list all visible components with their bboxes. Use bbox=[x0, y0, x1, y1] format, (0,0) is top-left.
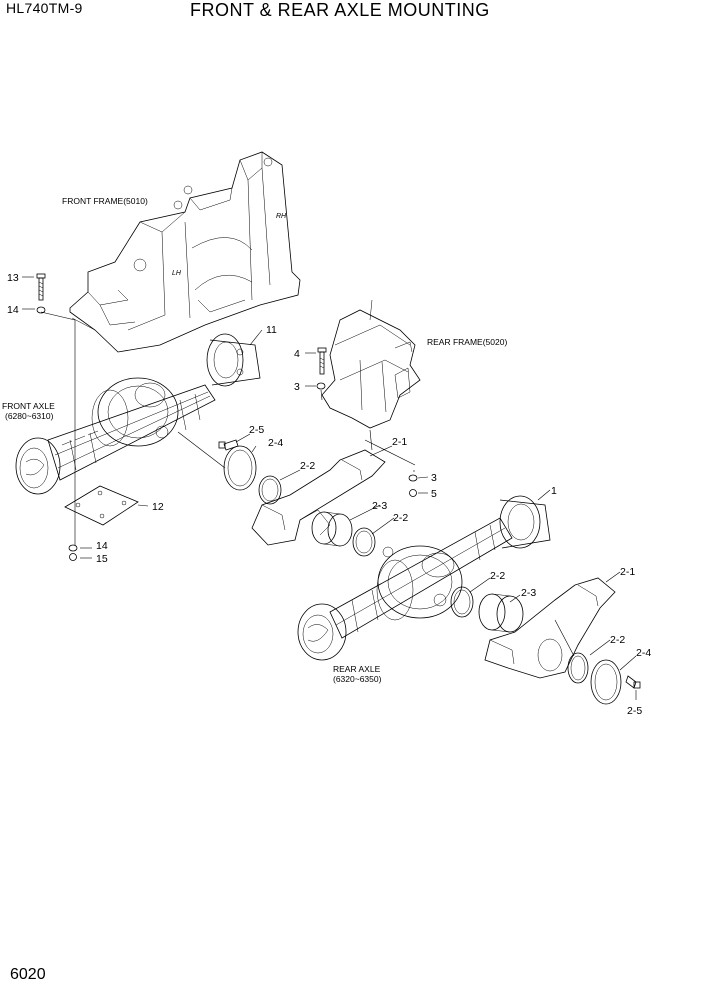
caption-front-axle-range: (6280~6310) bbox=[5, 411, 54, 421]
washer-3-top bbox=[316, 382, 326, 390]
callout-2-2-c: 2-2 bbox=[490, 570, 505, 582]
bolt-4 bbox=[317, 347, 327, 375]
caption-front-frame: FRONT FRAME(5010) bbox=[62, 196, 148, 206]
callout-11: 11 bbox=[266, 324, 277, 336]
callout-12: 12 bbox=[152, 501, 164, 513]
callout-14-b: 14 bbox=[96, 540, 108, 552]
rh-mark: RH bbox=[276, 213, 287, 220]
callout-15: 15 bbox=[96, 553, 108, 565]
caption-front-axle: FRONT AXLE bbox=[2, 401, 55, 411]
leader-lines bbox=[22, 276, 637, 700]
nut-5 bbox=[409, 489, 417, 497]
rear-mount-bracket bbox=[484, 577, 616, 679]
oring-2-2-front-b bbox=[352, 527, 376, 557]
caption-rear-axle-range: (6320~6350) bbox=[333, 674, 382, 684]
callout-2-3: 2-3 bbox=[372, 500, 387, 512]
oring-2-2-rear-b bbox=[567, 652, 589, 684]
thrust-washer-2-4-front bbox=[223, 445, 257, 491]
callout-2-4-b: 2-4 bbox=[636, 647, 651, 659]
callout-14: 14 bbox=[7, 304, 19, 316]
callout-2-3-b: 2-3 bbox=[521, 587, 536, 599]
washer-14-bottom bbox=[68, 544, 78, 552]
front-mount-bracket bbox=[251, 449, 386, 546]
page-title: FRONT & REAR AXLE MOUNTING bbox=[190, 0, 490, 20]
bolt-2-5-rear bbox=[625, 675, 641, 689]
front-frame bbox=[69, 151, 301, 353]
callout-13: 13 bbox=[7, 272, 19, 284]
callout-1: 1 bbox=[551, 485, 557, 497]
front-axle bbox=[15, 333, 261, 495]
callout-2-5-b: 2-5 bbox=[627, 705, 642, 717]
callout-4: 4 bbox=[294, 348, 300, 360]
oring-2-2-rear-a bbox=[450, 586, 474, 618]
callout-5: 5 bbox=[431, 488, 437, 500]
rear-axle bbox=[297, 495, 551, 661]
washer-14-top bbox=[36, 306, 46, 314]
callout-2-1: 2-1 bbox=[392, 436, 407, 448]
callout-3-b: 3 bbox=[431, 472, 437, 484]
bolt-13 bbox=[36, 273, 46, 301]
lh-mark: LH bbox=[172, 270, 182, 277]
callout-2-2-b: 2-2 bbox=[393, 512, 408, 524]
callout-2-4: 2-4 bbox=[268, 437, 283, 449]
bushing-2-3-rear bbox=[478, 593, 524, 633]
callout-2-1-b: 2-1 bbox=[620, 566, 635, 578]
washer-3-mid bbox=[408, 474, 418, 482]
oring-2-2-front-a bbox=[258, 475, 282, 505]
caption-rear-frame: REAR FRAME(5020) bbox=[427, 337, 507, 347]
model-number: HL740TM-9 bbox=[6, 0, 83, 16]
caption-rear-axle: REAR AXLE bbox=[333, 664, 381, 674]
page-number: 6020 bbox=[10, 966, 46, 983]
rear-frame bbox=[321, 299, 421, 429]
nut-15 bbox=[69, 553, 77, 561]
bolt-2-5-front bbox=[218, 439, 239, 451]
callout-2-2-d: 2-2 bbox=[610, 634, 625, 646]
thrust-washer-2-4-rear bbox=[590, 659, 622, 705]
callout-2-2: 2-2 bbox=[300, 460, 315, 472]
bushing-2-3-front bbox=[311, 511, 353, 547]
shim-plate-12 bbox=[64, 485, 139, 526]
callout-3: 3 bbox=[294, 381, 300, 393]
callout-2-5: 2-5 bbox=[249, 424, 264, 436]
